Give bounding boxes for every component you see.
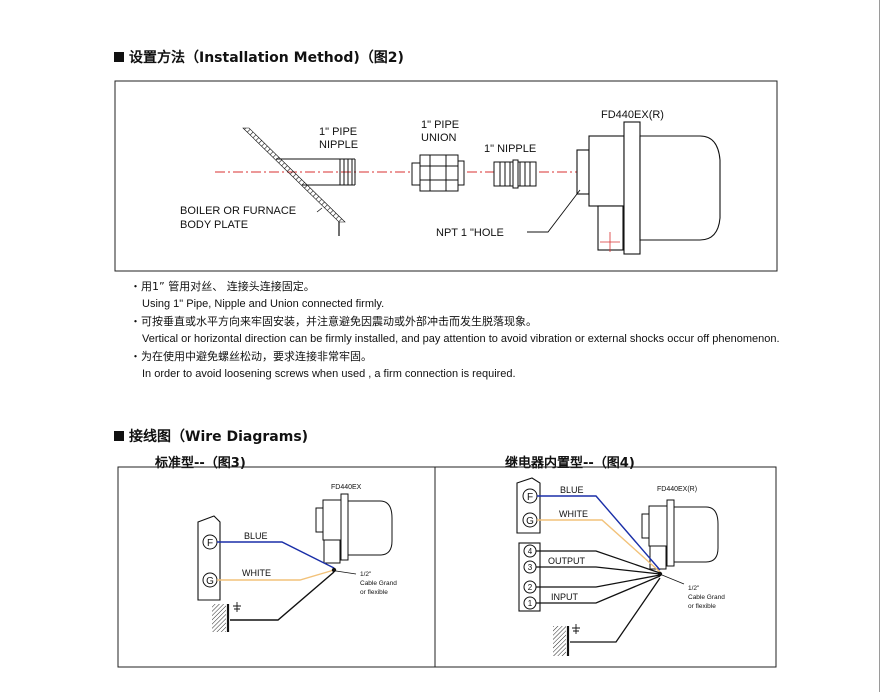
nipple [493,159,537,189]
installation-heading: 设置方法（Installation Method)（图2) [114,47,404,67]
note-2-en: Vertical or horizontal direction can be … [142,332,780,345]
label-boiler-2: BODY PLATE [180,219,248,231]
standard-g-label: G [206,576,214,587]
fd440ex-device [576,121,721,255]
relay-cable-3: or flexible [688,603,716,610]
square-bullet-icon [114,431,124,441]
relay-model-label: FD440EX(R) [657,486,697,493]
boiler-plate [242,127,346,223]
label-nipple: 1" NIPPLE [484,143,536,155]
installation-frame [114,80,778,272]
note-1-zh: ・用1” 管用对丝、 连接头连接固定。 [130,280,315,293]
standard-white-wire [217,569,335,581]
relay-ground-hatch [553,626,566,656]
note-2-zh: ・可按垂直或水平方向来牢固安装，并注意避免因震动或外部冲击而发生脱落现象。 [130,315,537,329]
pipe-union [411,154,465,192]
standard-cable-3: or flexible [360,589,388,596]
note-3-zh: ・为在使用中避免螺丝松动，要求连接非常牢固。 [130,350,372,364]
relay-blue-wire [537,495,661,571]
standard-cable-2: Cable Grand [360,580,397,587]
relay-output-label: OUTPUT [548,556,586,566]
relay-wire-4 [536,550,661,574]
relay-f-label: F [527,492,533,503]
page-right-border [879,0,880,692]
pipe [276,158,356,186]
label-union-2: UNION [421,132,457,144]
standard-device [315,493,393,564]
relay-g-label: G [526,516,534,527]
relay-wire-2 [536,574,661,588]
standard-diagram: F G BLUE WHITE FD440EX 1/2" Cable Grand … [197,484,397,632]
installation-heading-text: 设置方法（Installation Method)（图2) [129,50,404,66]
relay-io-block [518,542,541,612]
standard-white-label: WHITE [242,568,271,578]
relay-t3-label: 3 [528,563,533,572]
relay-t1-label: 1 [528,599,533,608]
standard-cable-leader [335,570,357,575]
note-3-en: In order to avoid loosening screws when … [142,367,516,380]
relay-t2-label: 2 [528,583,533,592]
wire-heading: 接线图（Wire Diagrams) [114,426,308,446]
label-union-1: 1" PIPE [421,119,459,131]
ground-icon [572,624,580,634]
label-pipe: 1" PIPE [319,126,357,138]
note-1-en: Using 1" Pipe, Nipple and Union connecte… [142,297,385,310]
relay-junction [657,571,663,577]
standard-ground-hatch [212,604,226,632]
standard-junction [331,567,337,573]
relay-cable-leader [661,574,685,585]
relay-wire-3 [536,566,661,575]
standard-ground-wire [230,571,335,621]
label-pipe-nipple: NIPPLE [319,139,358,151]
label-hole: NPT 1 "HOLE [436,227,504,239]
installation-notes: ・用1” 管用对丝、 连接头连接固定。 Using 1" Pipe, Nippl… [130,278,780,384]
wire-heading-text: 接线图（Wire Diagrams) [129,429,309,445]
relay-t4-label: 4 [528,547,533,556]
label-model: FD440EX(R) [601,109,664,121]
standard-cable-1: 1/2" [360,571,372,578]
relay-white-wire [537,519,661,573]
relay-input-label: INPUT [551,592,579,602]
label-boiler-1: BOILER OR FURNACE [180,205,296,217]
relay-white-label: WHITE [559,509,588,519]
wire-frame [117,466,777,668]
standard-blue-label: BLUE [244,531,268,541]
relay-device [641,499,719,570]
relay-blue-label: BLUE [560,485,584,495]
standard-model-label: FD440EX [331,484,362,491]
plate-leader [316,207,323,213]
ground-icon [233,602,241,612]
relay-cable-1: 1/2" [688,585,700,592]
hole-leader [527,189,581,233]
relay-cable-2: Cable Grand [688,594,725,601]
standard-blue-wire [217,541,335,569]
standard-f-label: F [207,538,213,549]
relay-wire-1 [536,575,661,604]
square-bullet-icon [114,52,124,62]
relay-diagram: F G 4 3 2 1 BLUE [516,477,725,656]
relay-ground-wire [570,577,661,643]
